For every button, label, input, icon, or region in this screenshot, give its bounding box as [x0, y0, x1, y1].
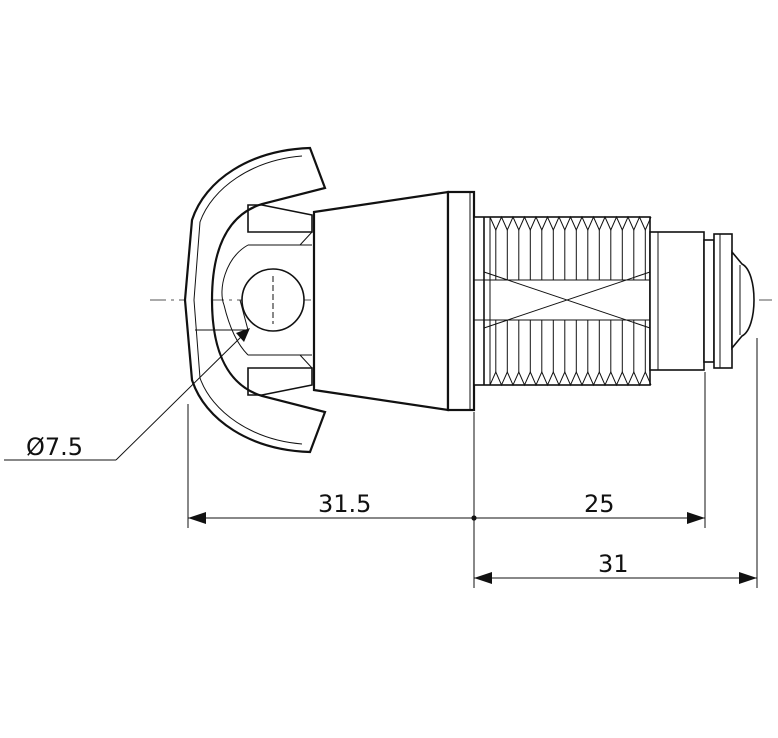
- extension-lines: [187, 338, 758, 588]
- dimension-31-5: 31.5: [188, 490, 477, 524]
- dimension-25: 25: [474, 490, 705, 524]
- cone-body: [312, 190, 476, 412]
- diameter-leader: Ø7.5: [4, 328, 250, 461]
- dim-total-label: 31: [598, 550, 629, 578]
- dim-right-label: 25: [584, 490, 615, 518]
- dimension-31: 31: [474, 550, 757, 584]
- thread-profile: [489, 370, 652, 387]
- thread-profile: [489, 215, 652, 232]
- threaded-shaft: [473, 215, 652, 387]
- dim-left-label: 31.5: [318, 490, 371, 518]
- hole: [241, 268, 305, 332]
- wing-head: [183, 146, 327, 454]
- diameter-label: Ø7.5: [26, 433, 83, 461]
- plunger-tip: [649, 231, 755, 371]
